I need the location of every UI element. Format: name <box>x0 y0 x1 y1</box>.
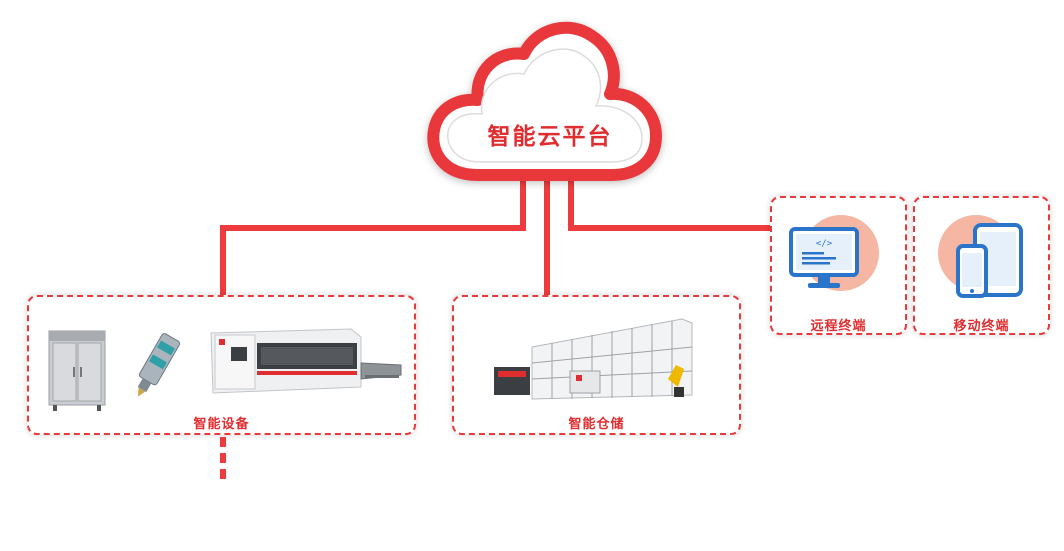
connector-cloud-equipment-horizontal <box>220 225 526 231</box>
smart-equipment-node[interactable]: 智能设备 <box>27 295 416 435</box>
mobile-devices-icon <box>956 223 1023 298</box>
connector-equipment-dashed <box>220 437 226 479</box>
monitor-icon: </> <box>789 227 859 288</box>
laser-head-image <box>137 333 181 397</box>
connector-cloud-warehouse <box>544 180 550 296</box>
remote-terminal-node[interactable]: </> 远程终端 <box>770 196 907 335</box>
laser-cutting-machine-image <box>210 328 402 394</box>
svg-text:</>: </> <box>816 239 833 249</box>
control-cabinet-image <box>48 330 106 411</box>
connector-equipment-drop <box>220 225 226 297</box>
connector-cloud-remote-horizontal <box>568 225 772 231</box>
smart-equipment-label: 智能设备 <box>193 417 250 432</box>
mobile-terminal-label: 移动终端 <box>953 319 1010 334</box>
connector-cloud-equipment-vertical <box>520 180 526 230</box>
cloud-icon <box>427 21 662 181</box>
remote-terminal-label: 远程终端 <box>810 319 867 334</box>
cloud-platform-label: 智能云平台 <box>487 124 613 150</box>
connector-cloud-remote-vertical <box>568 180 574 230</box>
mobile-terminal-node[interactable]: 移动终端 <box>913 196 1050 335</box>
warehouse-system-image <box>494 318 693 400</box>
smart-warehouse-label: 智能仓储 <box>568 417 625 432</box>
smart-warehouse-node[interactable]: 智能仓储 <box>452 295 741 435</box>
